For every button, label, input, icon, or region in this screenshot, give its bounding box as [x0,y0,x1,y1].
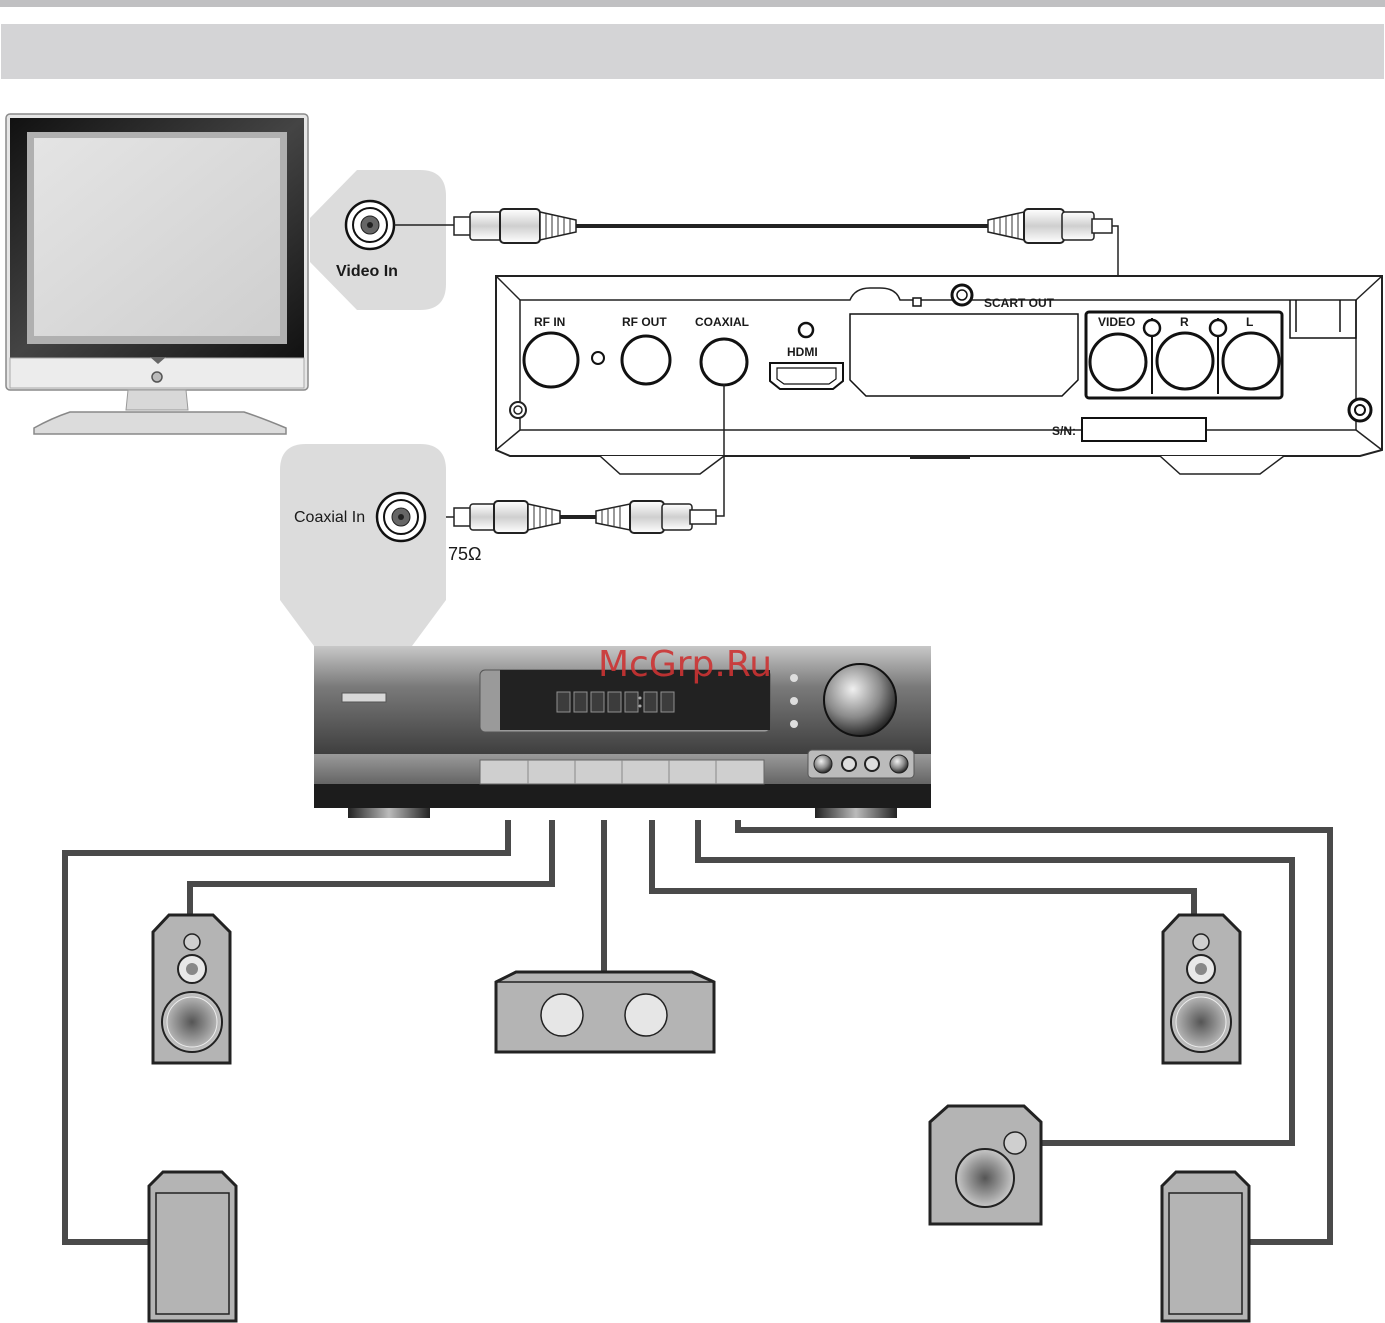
video-in-label: Video In [336,263,398,280]
hdmi-indicator [799,323,813,337]
audio-l-jack [1223,333,1279,389]
coaxial-rca-plug-right [596,501,716,533]
top-rule [0,0,1385,7]
rf-out-jack [622,336,670,384]
rf-in-jack [524,333,578,387]
scart-port [850,314,1078,396]
video-label: VIDEO [1098,315,1135,329]
tv-screen [34,138,280,336]
receiver-rear-panel: RF IN RF OUT COAXIAL HDMI SCART OUT VIDE… [496,276,1382,474]
serial-number-label: S/N: [1052,424,1076,438]
scart-square [913,298,921,306]
rear-left-speaker [149,1172,236,1321]
audio-l-label: L [1246,315,1253,329]
tv-power-button [152,372,162,382]
header-band [1,24,1384,79]
television [6,114,308,434]
watermark: McGrp.Ru [598,644,772,685]
hdmi-port [770,363,843,389]
coaxial-in-callout: Coaxial In [280,444,446,646]
indicator-hole [592,352,604,364]
audio-r-label: R [1180,315,1189,329]
center-speaker [496,972,714,1052]
rear-right-speaker [1162,1172,1249,1321]
coaxial-label: COAXIAL [695,315,749,329]
wire-front-right [652,820,1194,916]
hdmi-label: HDMI [787,345,818,359]
rf-out-label: RF OUT [622,315,667,329]
serial-number-box [1082,418,1206,441]
impedance-label: 75Ω [448,544,481,564]
coaxial-rca-plug-left [454,501,560,533]
rf-in-label: RF IN [534,315,565,329]
audio-r-jack [1157,333,1213,389]
video-out-jack [1090,334,1146,390]
coaxial-in-label: Coaxial In [294,509,365,526]
video-rca-plug-right [988,209,1112,243]
front-right-speaker [1163,915,1240,1063]
coaxial-jack [701,339,747,385]
tv-stand [34,412,286,434]
video-in-callout: Video In [310,170,446,310]
amp-volume-knob [824,664,896,736]
scart-out-label: SCART OUT [984,296,1055,310]
video-rca-plug-left [454,209,576,243]
front-left-speaker [153,915,230,1063]
wire-front-left [190,820,552,916]
amp-power-slot [342,693,386,702]
subwoofer [930,1106,1041,1224]
